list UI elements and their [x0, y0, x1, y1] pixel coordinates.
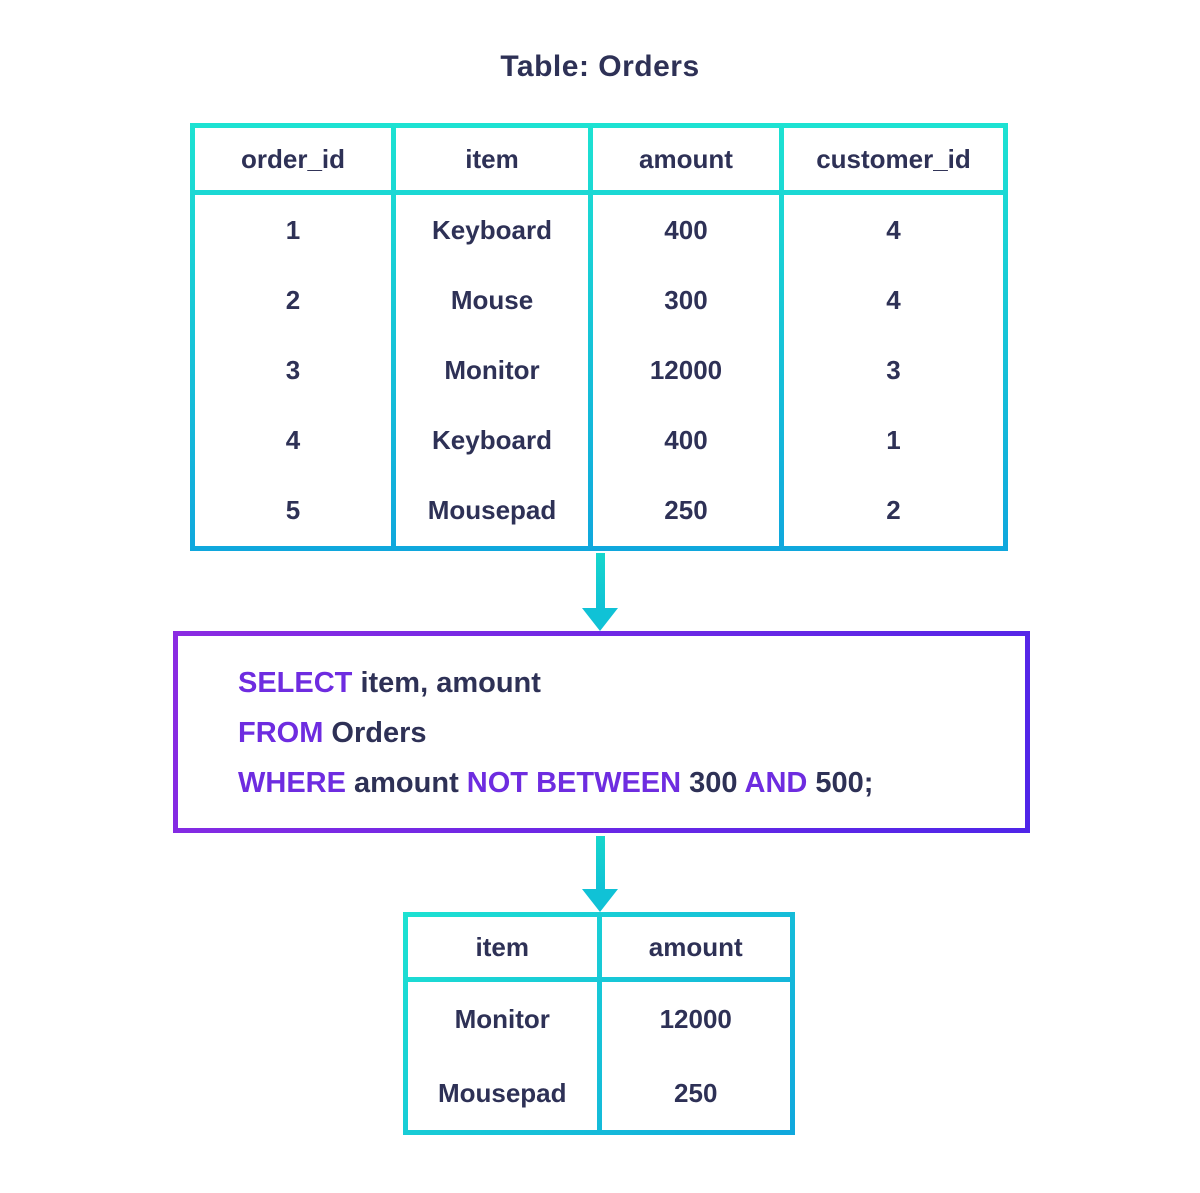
column-values: 400 300 12000 400 250 [593, 195, 779, 546]
sql-text: item, amount [352, 667, 541, 699]
cell-value: 2 [285, 284, 301, 315]
cell-value: 4 [886, 214, 901, 245]
cell-value: Mousepad [437, 1077, 567, 1108]
cell-value: 4 [886, 284, 901, 315]
diagram-title: Table: Orders [500, 50, 700, 83]
sql-keyword: NOT BETWEEN [466, 767, 682, 799]
cell-value: Monitor [454, 1003, 550, 1034]
column-header: customer_id [784, 128, 1003, 190]
cell-value: 400 [664, 425, 708, 456]
sql-query-line: FROM Orders [238, 708, 1015, 758]
cell-value: Keyboard [432, 425, 552, 456]
cell-value: Mousepad [427, 495, 557, 526]
cell-value: Mouse [450, 284, 534, 315]
cell-value: 300 [664, 284, 708, 315]
cell-value: 12000 [649, 354, 723, 385]
cell-value: 4 [285, 425, 301, 456]
sql-text: 500; [807, 767, 874, 799]
cell-value: 1 [886, 425, 901, 456]
cell-value: 3 [886, 354, 901, 385]
column-header: item [396, 128, 588, 190]
column-values: 4 4 3 1 2 [784, 195, 1003, 546]
flow-arrow-table-to-query [582, 553, 618, 631]
sql-text: amount [345, 767, 467, 799]
column-values: 1 2 3 4 5 [195, 195, 391, 546]
cell-value: 250 [664, 495, 708, 526]
sql-keyword: WHERE [238, 767, 346, 799]
arrow-head-icon [582, 608, 618, 631]
sql-query-line: WHERE amount NOT BETWEEN 300 AND 500; [238, 758, 1015, 808]
arrow-stem [595, 836, 605, 889]
column-values: 12000 250 [601, 982, 790, 1130]
flow-arrow-query-to-result [582, 836, 618, 912]
cell-value: Monitor [444, 354, 540, 385]
cell-value: 5 [285, 495, 301, 526]
column-header: amount [593, 128, 779, 190]
sql-keyword: SELECT [238, 667, 353, 699]
sql-keyword: FROM [238, 717, 324, 749]
column-header: item [408, 917, 597, 977]
sql-text: 300 [681, 767, 745, 799]
arrow-head-icon [582, 889, 618, 912]
cell-value: 12000 [659, 1003, 732, 1034]
sql-query-line: SELECT item, amount [238, 658, 1015, 708]
column-header: amount [601, 917, 790, 977]
column-header: order_id [195, 128, 391, 190]
sql-keyword: AND [744, 767, 808, 799]
cell-value: 250 [674, 1077, 718, 1108]
sql-text: Orders [323, 717, 427, 749]
cell-value: 2 [886, 495, 901, 526]
cell-value: 3 [285, 354, 301, 385]
cell-value: 400 [664, 214, 708, 245]
cell-value: 1 [285, 214, 301, 245]
cell-value: Keyboard [432, 214, 552, 245]
arrow-stem [595, 553, 605, 608]
